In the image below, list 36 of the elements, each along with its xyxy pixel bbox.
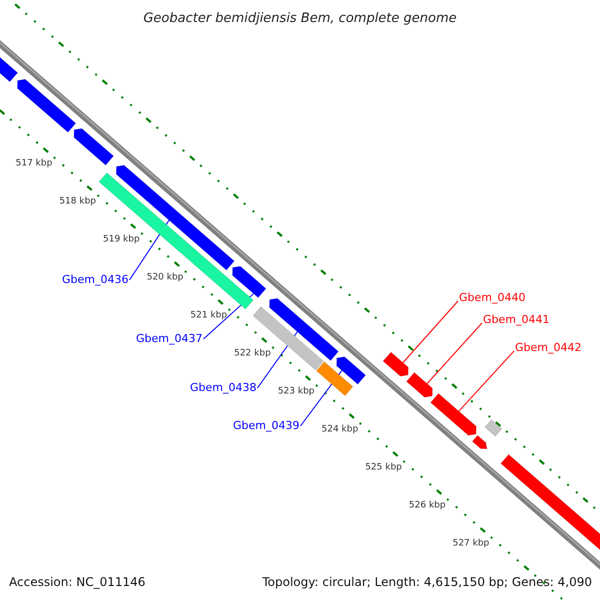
map-title: Geobacter bemidjiensis Bem, complete genome (142, 10, 458, 28)
gene-bar (252, 306, 324, 370)
scale-label: 524 kbp (322, 424, 358, 436)
gene-block (17, 79, 76, 133)
gene-label: Gbem_0436 (62, 273, 128, 287)
gene-bar (316, 362, 354, 396)
gene-label: Gbem_0439 (233, 419, 300, 433)
scale-label: 520 kbp (146, 272, 184, 284)
gene-block (406, 372, 433, 398)
scale-label: 522 kbp (234, 348, 271, 360)
gene-label: Gbem_0438 (190, 381, 256, 395)
gene-block (382, 352, 409, 377)
scale-label: 519 kbp (103, 234, 140, 246)
scale-label: 518 kbp (59, 196, 96, 208)
scale-label: 523 kbp (278, 386, 314, 398)
gene-block (430, 393, 476, 436)
gene-block (269, 298, 339, 361)
accession-text: Accession: NC_011146 (9, 574, 146, 591)
leader-line (426, 322, 482, 384)
scale-label: 517 kbp (16, 158, 52, 170)
scale-label: 527 kbp (452, 538, 490, 550)
genome-stats-text: Topology: circular; Length: 4,615,150 bp; Genes: 4,090 (262, 574, 592, 591)
leader-line (458, 350, 514, 412)
gene-label: Gbem_0437 (136, 332, 202, 346)
gene-block (472, 435, 488, 450)
gene-block (74, 128, 114, 166)
gene-bar (484, 419, 502, 437)
gene-label: Gbem_0441 (483, 313, 550, 327)
scale-label: 525 kbp (365, 462, 402, 474)
gene-label: Gbem_0442 (515, 341, 582, 355)
scale-label: 526 kbp (408, 500, 446, 512)
gene-label: Gbem_0440 (459, 291, 526, 305)
scale-label: 521 kbp (190, 310, 228, 322)
gene-block (336, 356, 366, 384)
leader-line (402, 300, 458, 364)
gene-block (232, 266, 266, 298)
